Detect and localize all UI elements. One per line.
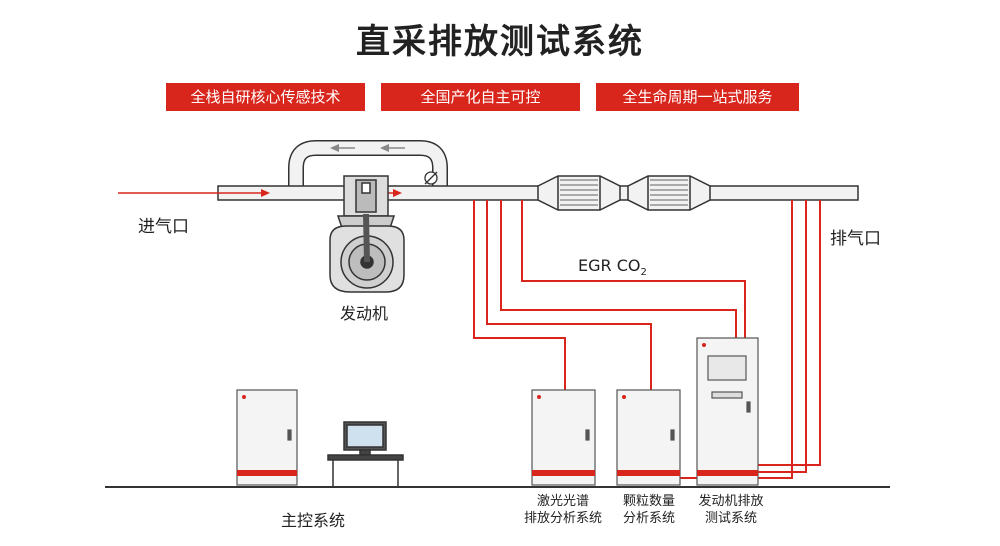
page-title: 直采排放测试系统 [356,22,644,62]
system-label-laser-line1: 激光光谱 [536,494,589,509]
badge-self-developed: 全栈自研核心传感技术 [166,83,365,111]
exhaust-label: 排气口 [830,229,881,249]
main-control-cabinet [236,389,298,486]
egr-flow-arrows [330,144,405,152]
egr-label-sub: 2 [640,267,647,279]
system-label-laser: 激光光谱 排放分析系统 [508,493,618,527]
main-control-label: 主控系统 [281,511,346,530]
system-label-engine: 发动机排放 测试系统 [676,493,786,527]
catalyst-2 [627,175,711,211]
system-label-engine-line1: 发动机排放 [698,494,764,509]
system-label-particle-line2: 分析系统 [622,511,675,526]
engine-icon [329,175,405,293]
sampling-lines [473,200,821,479]
operator-desk [327,421,404,486]
system-label-engine-line2: 测试系统 [704,511,757,526]
catalyst-1 [537,175,621,211]
system-label-particle-line1: 颗粒数量 [622,494,675,509]
egr-valve [424,171,438,185]
badge-lifecycle: 全生命周期一站式服务 [596,83,799,111]
engine-emission-cabinet [696,337,759,486]
system-label-particle: 颗粒数量 分析系统 [594,493,704,527]
egr-label: EGR CO2 [578,256,647,278]
intake-label: 进气口 [138,217,189,237]
particle-analyzer-cabinet [616,389,681,486]
system-label-laser-line2: 排放分析系统 [523,511,602,526]
laser-analyzer-cabinet [531,389,596,486]
engine-label: 发动机 [340,304,389,323]
badge-domestic: 全国产化自主可控 [381,83,580,111]
egr-label-main: EGR CO [578,256,641,275]
